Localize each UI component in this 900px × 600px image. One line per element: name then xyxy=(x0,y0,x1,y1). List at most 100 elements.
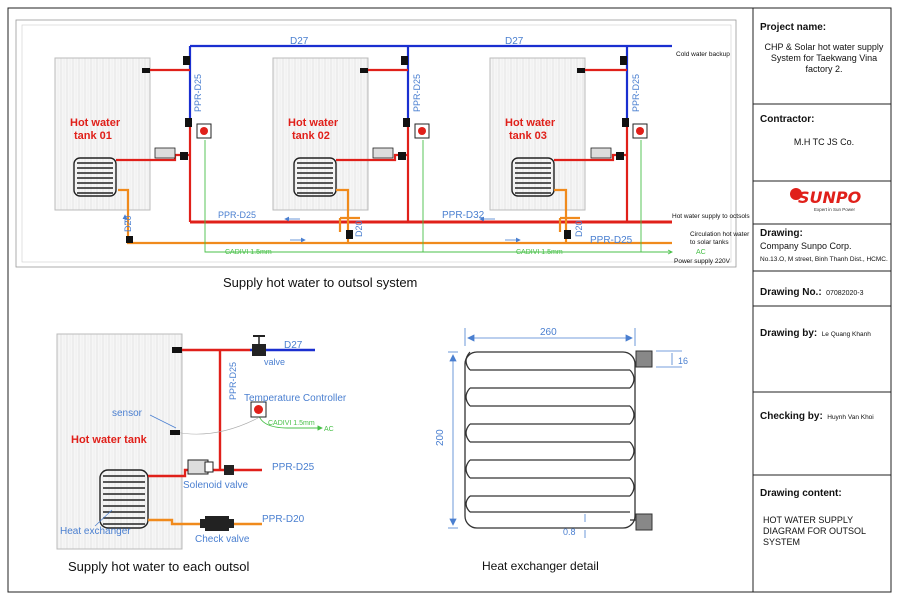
outsol-ac-label: AC xyxy=(324,426,334,433)
outsol-sensor-wire xyxy=(174,417,259,435)
logo-text: SUNPO xyxy=(798,188,862,207)
tank-01-label: Hot water tank 01 xyxy=(70,117,123,142)
drawing-no-label: Drawing No.: xyxy=(760,287,822,298)
system-diagram: D27 D27 PPR-D25 PPR-D25 PPR-D25 PPR-D25 … xyxy=(15,19,750,268)
label-ppr-d25-v1: PPR-D25 xyxy=(193,74,203,112)
outsol-fitting-top xyxy=(172,347,182,353)
label-power-supply: Power supply 220V xyxy=(674,258,731,265)
heat-exchanger-arrow xyxy=(94,509,113,527)
dim-height: 200 xyxy=(435,429,446,446)
drawing-address: No.13.O, M street, Binh Thanh Dist., HCM… xyxy=(760,256,888,263)
check-valve-icon xyxy=(200,516,234,531)
label-circulation-2: to solar tanks xyxy=(690,239,729,246)
caption-outsol: Supply hot water to each outsol xyxy=(68,559,250,574)
label-cadivi-2: CADIVI 1.5mm xyxy=(516,249,563,256)
dim-width: 260 xyxy=(540,327,557,338)
outsol-fitting-sensor xyxy=(170,430,180,435)
dim-gap: 0.8 xyxy=(563,527,576,537)
return-lines xyxy=(118,188,672,245)
dim-pipe: 16 xyxy=(678,356,688,366)
fittings xyxy=(126,56,629,243)
label-hot-water-supply: Hot water supply to octsols xyxy=(672,213,750,220)
drawing-by-value: Le Quang Khanh xyxy=(821,331,871,338)
detail-coil xyxy=(464,351,636,529)
drawing-by-label: Drawing by: xyxy=(760,328,818,339)
outsol-d27-label: D27 xyxy=(284,340,303,351)
label-ppr-d32: PPR-D32 xyxy=(442,210,485,221)
label-ac: AC xyxy=(696,249,706,256)
checking-by-row: Checking by: Huynh Van Khoi xyxy=(760,406,888,424)
sunpo-sun-icon xyxy=(790,188,802,200)
heat-exchanger-detail: 260 200 16 0.8 xyxy=(435,327,688,538)
drawing-company: Company Sunpo Corp. xyxy=(760,241,852,251)
logo-tagline: Expert in Sun Power xyxy=(814,207,856,212)
flow-arrows xyxy=(122,214,521,243)
checking-by-label: Checking by: xyxy=(760,411,823,422)
cable-lines xyxy=(204,140,674,255)
detail-dimensions xyxy=(448,328,682,538)
label-d27-a: D27 xyxy=(290,36,309,47)
drawing-by-row: Drawing by: Le Quang Khanh xyxy=(760,323,888,341)
detail-fitting-top xyxy=(635,350,653,368)
system-frame xyxy=(15,19,737,268)
outsol-valve-label: valve xyxy=(264,357,285,367)
label-d20-3: D20 xyxy=(574,220,584,237)
label-cadivi-1: CADIVI 1.5mm xyxy=(225,249,272,256)
label-ppr-d25-return: PPR-D25 xyxy=(590,235,633,246)
tank-coils xyxy=(73,157,555,197)
contractor-label: Contractor: xyxy=(760,114,815,125)
outsol-hot-lines xyxy=(148,348,262,478)
temperature-controller-label: Temperature Controller xyxy=(244,393,347,404)
project-name-value: CHP & Solar hot water supply System for … xyxy=(764,42,884,74)
label-ppr-d25-h: PPR-D25 xyxy=(218,210,256,220)
outsol-coil xyxy=(99,469,149,529)
heat-exchanger-label: Heat exchanger xyxy=(60,526,131,537)
solenoid-valves xyxy=(154,147,612,159)
sunpo-logo: SUNPO Expert in Sun Power xyxy=(790,188,870,218)
outsol-ppr-d25-label: PPR-D25 xyxy=(272,462,315,473)
outsol-tank-label: Hot water tank xyxy=(71,434,148,446)
drawing-no-row: Drawing No.: 07082020-3 xyxy=(760,282,888,300)
sensor-arrow xyxy=(149,414,177,429)
solenoid-valve-label: Solenoid valve xyxy=(183,480,248,491)
tank-01-label-line1: Hot water xyxy=(70,117,121,129)
controllers xyxy=(196,123,648,139)
outsol-diagram: D27 valve PPR-D25 Temperature Controller… xyxy=(56,333,347,550)
label-d20-2: D20 xyxy=(354,220,364,237)
caption-heat-exchanger: Heat exchanger detail xyxy=(482,559,599,573)
content-value: HOT WATER SUPPLY DIAGRAM FOR OUTSOL SYST… xyxy=(763,515,866,547)
outsol-ppr-d20-label: PPR-D20 xyxy=(262,514,305,525)
outsol-valve-icon xyxy=(252,335,266,356)
check-valve-label: Check valve xyxy=(195,534,250,545)
content-label: Drawing content: xyxy=(760,488,842,499)
tank-03-label: Hot water tank 03 xyxy=(505,117,558,142)
outsol-cadivi-label: CADIVI 1.5mm xyxy=(268,420,315,427)
tank-03 xyxy=(489,57,586,211)
solenoid-valve-icon xyxy=(187,459,234,475)
label-cold-water-backup: Cold water backup xyxy=(676,51,730,58)
tank-02 xyxy=(272,57,369,211)
label-ppr-d25-v3: PPR-D25 xyxy=(631,74,641,112)
detail-fitting-bottom xyxy=(635,513,653,531)
outsol-tank xyxy=(56,333,183,550)
project-name-label: Project name: xyxy=(760,22,827,33)
caption-system: Supply hot water to outsol system xyxy=(223,275,418,290)
drawing-no-value: 07082020-3 xyxy=(826,290,864,297)
sensor-label: sensor xyxy=(112,408,143,419)
tank-02-label: Hot water tank 02 xyxy=(288,117,341,142)
cold-water-line xyxy=(188,44,672,120)
contractor-value: M.H TC JS Co. xyxy=(793,137,855,147)
checking-by-value: Huynh Van Khoi xyxy=(827,414,874,421)
outsol-ppr-d25-vertical: PPR-D25 xyxy=(228,362,238,400)
label-circulation-1: Circulation hot water xyxy=(690,231,750,238)
drawing-label: Drawing: xyxy=(760,228,803,239)
temperature-controller-icon xyxy=(250,401,267,418)
label-ppr-d25-v2: PPR-D25 xyxy=(412,74,422,112)
tank-01 xyxy=(54,57,151,211)
title-block-rows xyxy=(753,103,891,476)
label-d20-1: D20 xyxy=(123,215,133,232)
tank-01-label-line2: tank 01 xyxy=(74,130,112,142)
sheet-border xyxy=(7,7,892,593)
label-d27-b: D27 xyxy=(505,36,524,47)
